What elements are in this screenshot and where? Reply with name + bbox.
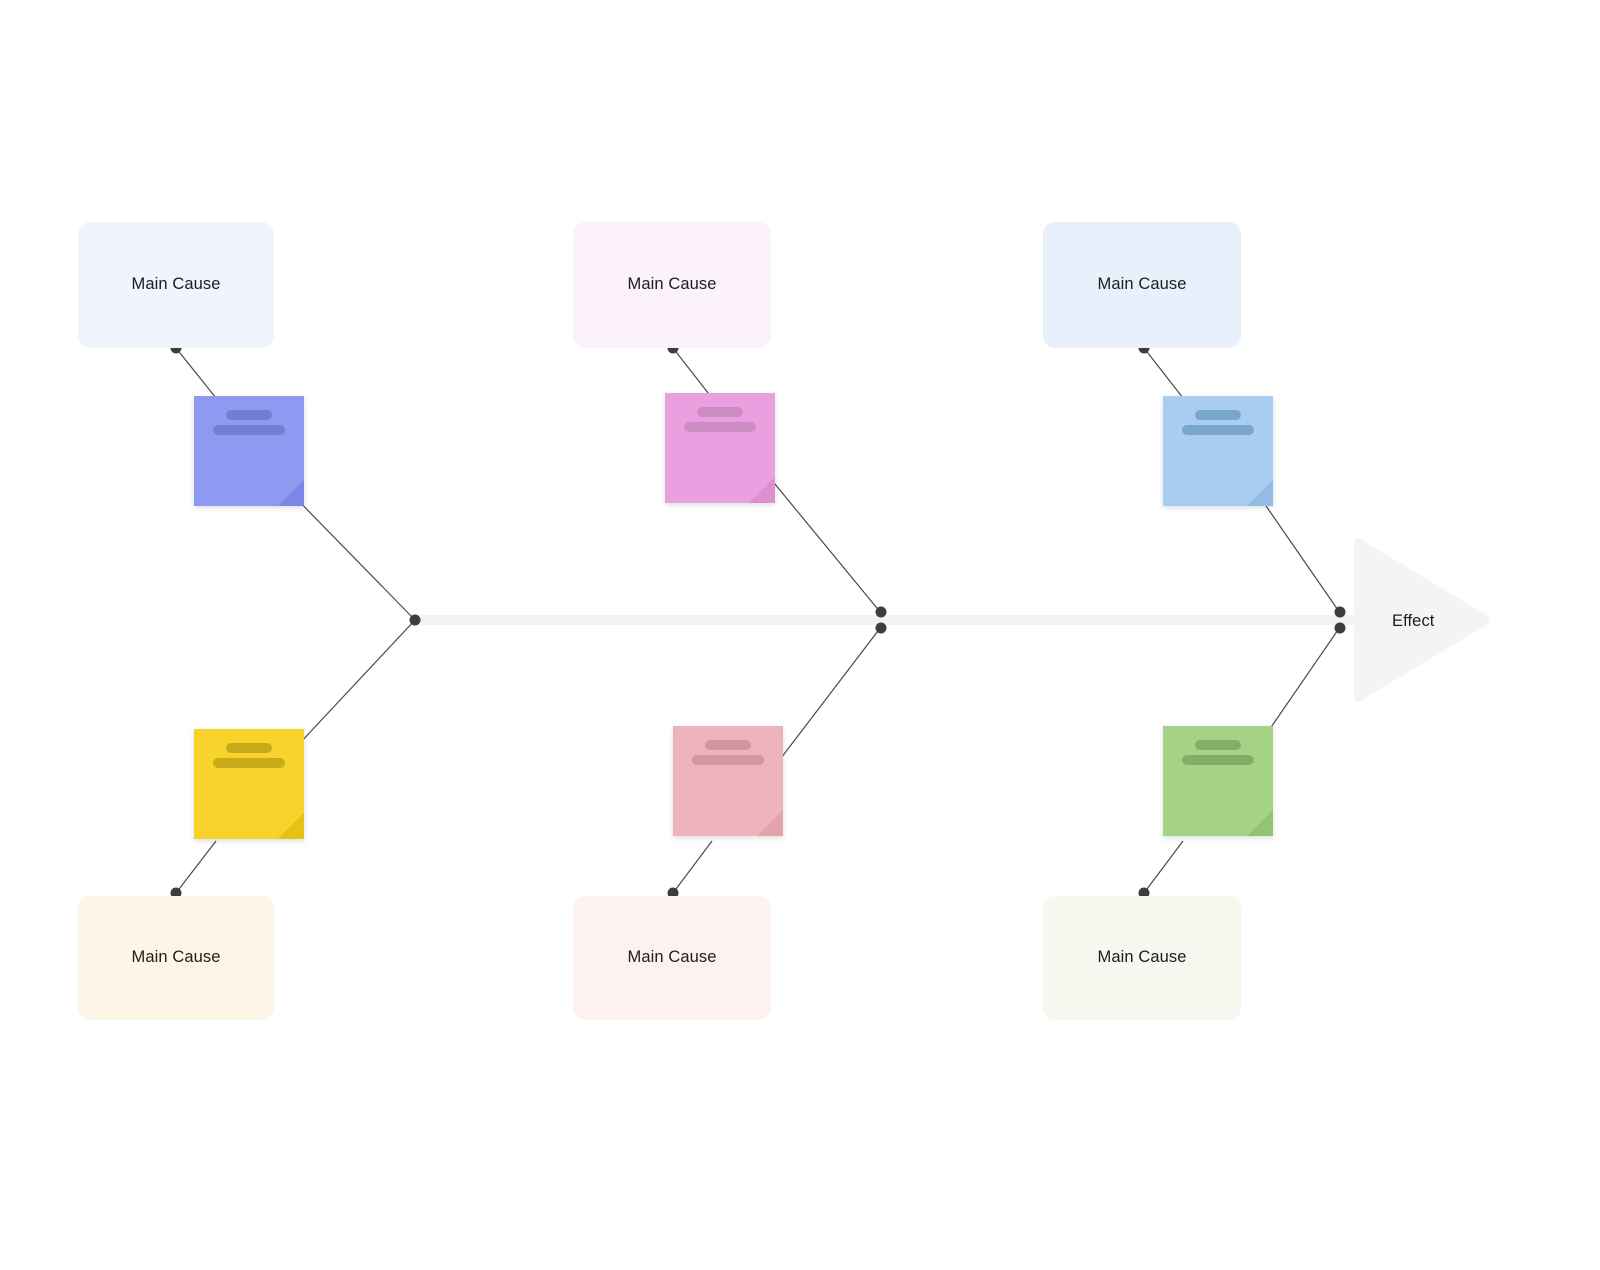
placeholder-line-short <box>226 743 272 753</box>
placeholder-line-short <box>1195 410 1241 420</box>
cause-box-label: Main Cause <box>1097 948 1187 967</box>
wire-box-to-sticky-3-bottom <box>1143 840 1184 894</box>
cause-box-3-top[interactable]: Main Cause <box>1043 222 1241 348</box>
wire-sticky-to-spine-1-top <box>286 488 416 621</box>
sticky-note-text-placeholder <box>673 740 783 765</box>
sticky-note-1-top[interactable] <box>194 396 304 506</box>
wire-sticky-to-spine-3-bottom <box>1266 626 1341 734</box>
wire-sticky-to-spine-3-top <box>1254 489 1341 614</box>
placeholder-line-long <box>1182 755 1254 765</box>
spine-junction-dot-2-top <box>875 606 887 618</box>
placeholder-line-long <box>213 758 285 768</box>
wire-sticky-to-spine-2-bottom <box>777 626 882 763</box>
wire-box-to-sticky-1-bottom <box>175 840 217 894</box>
sticky-note-text-placeholder <box>194 743 304 768</box>
placeholder-line-long <box>1182 425 1254 435</box>
wire-box-to-sticky-3-top <box>1143 347 1184 399</box>
placeholder-line-short <box>705 740 751 750</box>
cause-box-label: Main Cause <box>131 275 221 294</box>
sticky-note-text-placeholder <box>194 410 304 435</box>
sticky-note-2-top[interactable] <box>665 393 775 503</box>
cause-box-label: Main Cause <box>627 275 717 294</box>
effect-label: Effect <box>1392 612 1435 630</box>
sticky-note-text-placeholder <box>665 407 775 432</box>
sticky-note-1-bottom[interactable] <box>194 729 304 839</box>
cause-box-label: Main Cause <box>131 948 221 967</box>
sticky-note-text-placeholder <box>1163 410 1273 435</box>
spine-junction-dot-2-bottom <box>875 622 887 634</box>
wire-box-to-sticky-2-top <box>672 347 713 399</box>
spine-junction-dot-3-bottom <box>1334 622 1346 634</box>
cause-box-1-top[interactable]: Main Cause <box>78 222 274 348</box>
cause-box-2-top[interactable]: Main Cause <box>573 222 771 348</box>
placeholder-line-short <box>226 410 272 420</box>
spine-bar <box>415 615 1375 625</box>
cause-box-label: Main Cause <box>1097 275 1187 294</box>
placeholder-line-short <box>697 407 743 417</box>
sticky-note-3-bottom[interactable] <box>1163 726 1273 836</box>
placeholder-line-long <box>213 425 285 435</box>
wire-sticky-to-spine-2-top <box>769 477 882 614</box>
spine-junction-dot-3-top <box>1334 606 1346 618</box>
wire-sticky-to-spine-1-bottom <box>299 619 416 744</box>
sticky-note-3-top[interactable] <box>1163 396 1273 506</box>
wire-box-to-sticky-1-top <box>175 347 217 399</box>
placeholder-line-long <box>684 422 756 432</box>
placeholder-line-short <box>1195 740 1241 750</box>
cause-box-label: Main Cause <box>627 948 717 967</box>
cause-box-3-bottom[interactable]: Main Cause <box>1043 896 1241 1020</box>
wire-box-to-sticky-2-bottom <box>672 840 713 894</box>
sticky-note-text-placeholder <box>1163 740 1273 765</box>
cause-box-1-bottom[interactable]: Main Cause <box>78 896 274 1020</box>
cause-box-2-bottom[interactable]: Main Cause <box>573 896 771 1020</box>
sticky-note-2-bottom[interactable] <box>673 726 783 836</box>
placeholder-line-long <box>692 755 764 765</box>
spine-junction-dot-1 <box>409 614 421 626</box>
